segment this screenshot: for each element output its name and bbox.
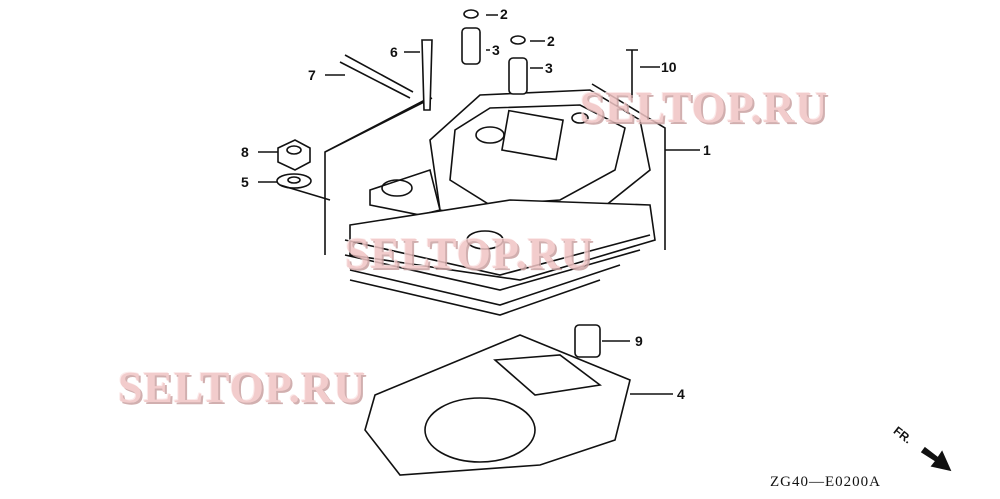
callout-10: 10 bbox=[661, 59, 677, 75]
watermark: SELTOP.RU bbox=[118, 363, 367, 412]
callout-3: 3 bbox=[492, 42, 500, 58]
callout-5: 5 bbox=[241, 174, 249, 190]
diagram-code: ZG40—E0200A bbox=[770, 474, 881, 490]
callout-4: 4 bbox=[677, 386, 685, 402]
callout-1: 1 bbox=[703, 142, 711, 158]
callout-2: 2 bbox=[500, 6, 508, 22]
watermark: SELTOP.RU bbox=[345, 229, 594, 278]
callout-3: 3 bbox=[545, 60, 553, 76]
callout-7: 7 bbox=[308, 67, 316, 83]
callout-9: 9 bbox=[635, 333, 643, 349]
callout-2: 2 bbox=[547, 33, 555, 49]
callout-6: 6 bbox=[390, 44, 398, 60]
watermark: SELTOP.RU bbox=[580, 83, 829, 132]
callout-8: 8 bbox=[241, 144, 249, 160]
